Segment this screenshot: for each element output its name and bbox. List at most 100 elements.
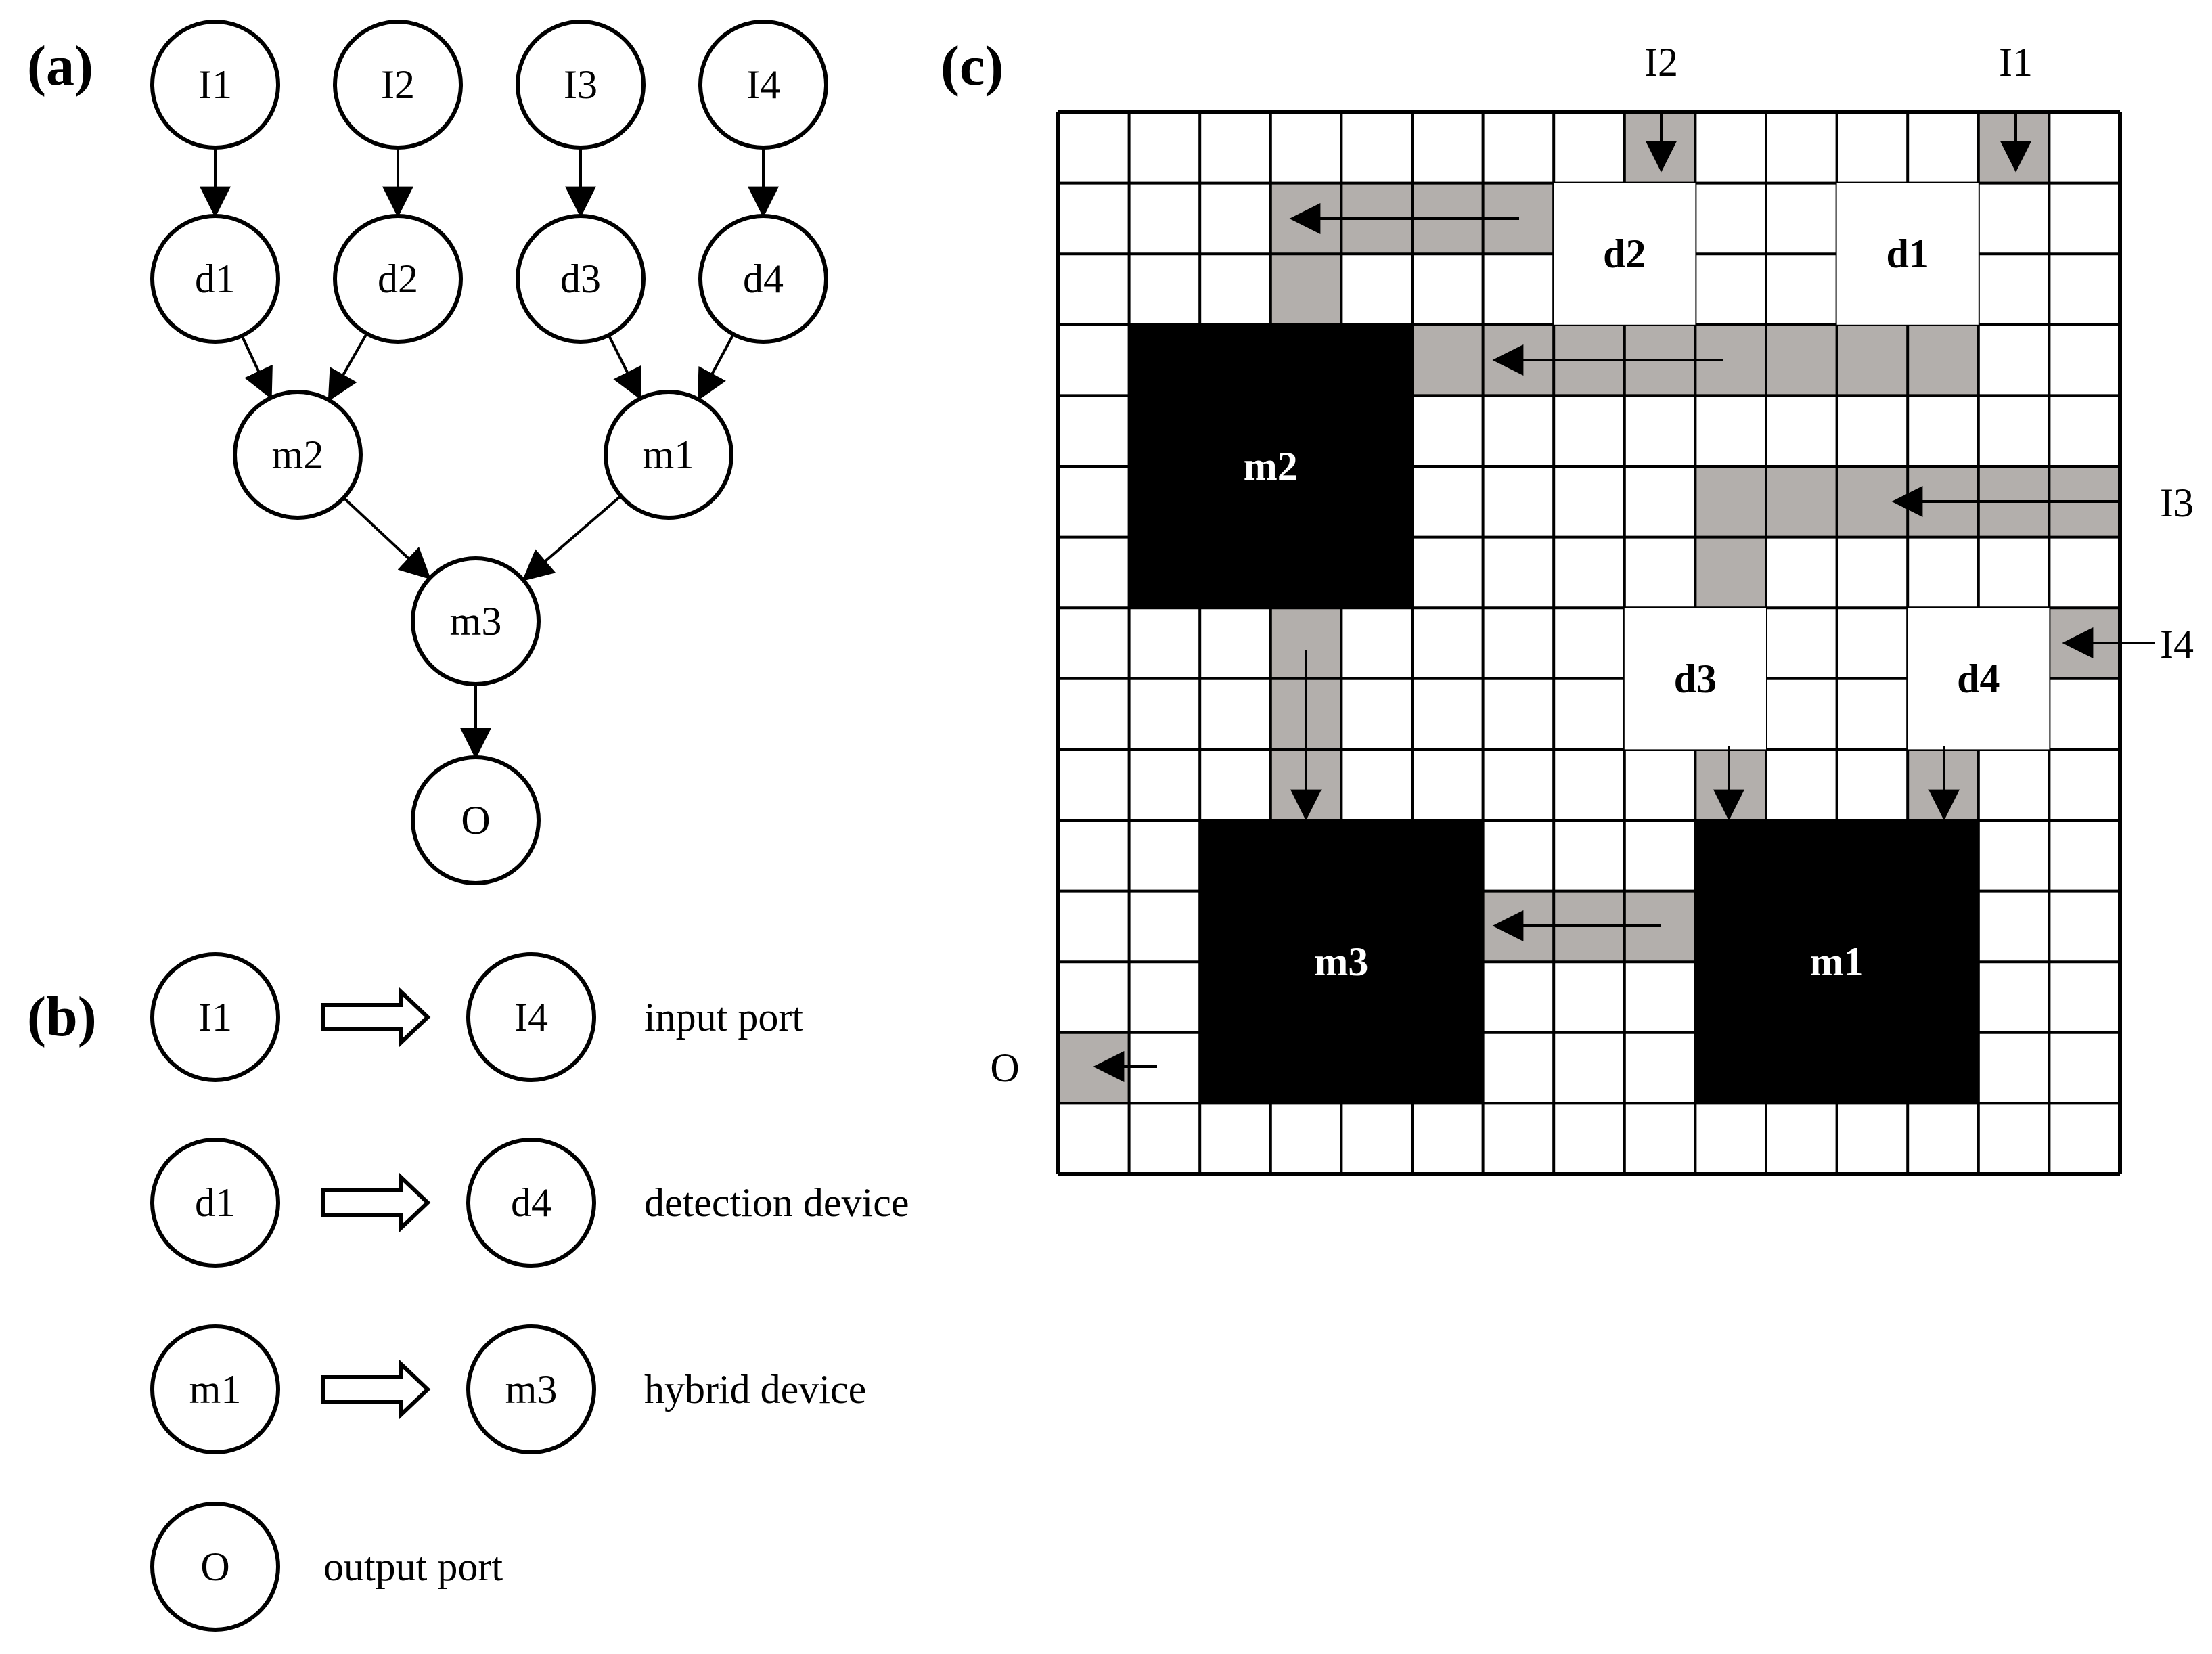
legend-range-arrow xyxy=(321,987,431,1048)
graph-node-circle xyxy=(411,755,541,885)
legend-node-circle xyxy=(150,1138,280,1268)
graph-node-label: m2 xyxy=(272,432,324,477)
mixer-block xyxy=(1200,820,1483,1104)
graph-node-d1: d1 xyxy=(150,214,280,344)
route-cell-I3-d3 xyxy=(1695,537,1766,608)
chip-port-label-O: O xyxy=(990,1046,1019,1090)
device-label: d3 xyxy=(1674,656,1717,701)
detector-block xyxy=(1624,608,1766,750)
legend-node-label: d1 xyxy=(195,1180,235,1225)
legend-range-arrow xyxy=(321,1172,431,1233)
chip-flow-arrows xyxy=(1093,114,2155,1082)
graph-node-circle xyxy=(333,20,463,150)
graph-node-I1: I1 xyxy=(150,20,280,150)
graph-node-circle xyxy=(150,214,280,344)
device-m3: m3 xyxy=(1200,820,1483,1104)
legend-row: I1 I4 input port xyxy=(150,952,803,1082)
legend-row: d1 d4 detection device xyxy=(150,1138,909,1268)
chip-port-label-I1: I1 xyxy=(1999,40,2033,85)
panel-label-c: (c) xyxy=(941,35,1003,97)
legend-node-circle xyxy=(150,1324,280,1454)
graph-node-circle xyxy=(698,20,828,150)
device-d1: d1 xyxy=(1836,183,1979,325)
device-label: m2 xyxy=(1244,444,1298,489)
graph-node-circle xyxy=(516,20,646,150)
graph-node-label: O xyxy=(461,798,490,843)
device-label: m3 xyxy=(1314,939,1368,984)
graph-edge-d1-m2 xyxy=(240,335,273,400)
device-m2: m2 xyxy=(1129,324,1412,608)
legend-description: input port xyxy=(644,995,803,1040)
mixer-block xyxy=(1129,324,1412,608)
graph-node-label: d1 xyxy=(195,256,235,301)
graph-node-label: m1 xyxy=(643,432,695,477)
graph-node-label: d4 xyxy=(743,256,784,301)
device-label: d4 xyxy=(1957,656,2000,701)
route-cell-I1-d1 xyxy=(1978,112,2050,183)
legend-description: detection device xyxy=(644,1180,909,1225)
legend-node-label: I1 xyxy=(198,995,232,1040)
graph-node-I4: I4 xyxy=(698,20,828,150)
graph-node-d2: d2 xyxy=(333,214,463,344)
chip-port-label-I3: I3 xyxy=(2160,480,2194,525)
graph-node-circle xyxy=(411,556,541,686)
route-cell-d1-m2 xyxy=(1908,324,1979,396)
graph-node-d4: d4 xyxy=(698,214,828,344)
chip-devices: d2 d1 m2 d3 d4 m3 m1 xyxy=(1129,183,2050,1104)
mixer-block xyxy=(1695,820,1979,1104)
chip-port-label-I4: I4 xyxy=(2160,622,2194,667)
graph-edge-d4-m1 xyxy=(697,333,735,401)
graph-edge-d3-m1 xyxy=(607,334,641,401)
device-label: d2 xyxy=(1603,231,1646,276)
chip-routes xyxy=(1058,112,2120,1104)
route-cell-m3-O xyxy=(1058,1032,1129,1104)
graph-edge-m2-m3 xyxy=(342,497,431,580)
graph-node-label: I3 xyxy=(564,62,597,107)
legend-node-circle xyxy=(466,1324,596,1454)
legend-node-label: I4 xyxy=(514,995,548,1040)
legend-range-arrow xyxy=(321,1359,431,1420)
graph-node-circle xyxy=(604,390,733,520)
device-m1: m1 xyxy=(1695,820,1979,1104)
graph-edge-m1-m3 xyxy=(522,495,622,581)
graph-node-circle xyxy=(698,214,828,344)
route-cell-d1-m2 xyxy=(1412,324,1483,396)
detector-block xyxy=(1836,183,1979,325)
graph-node-label: I1 xyxy=(198,62,232,107)
graph-node-circle xyxy=(333,214,463,344)
graph-edges xyxy=(200,148,779,759)
legend-row: m1 m3 hybrid device xyxy=(150,1324,866,1454)
graph-node-d3: d3 xyxy=(516,214,646,344)
legend-node-label: m1 xyxy=(189,1367,242,1412)
legend-description: hybrid device xyxy=(644,1367,866,1412)
legend: I1 I4 input port d1 d4 detection device m1 m3 hy… xyxy=(150,952,909,1632)
graph-node-O: O xyxy=(411,755,541,885)
chip-port-label-I2: I2 xyxy=(1644,40,1678,85)
legend-node-circle xyxy=(466,952,596,1082)
graph-node-label: m3 xyxy=(450,599,502,644)
panel-label-a: (a) xyxy=(27,35,93,97)
device-d4: d4 xyxy=(1908,608,2050,750)
route-cell-d3-m1 xyxy=(1695,749,1766,820)
graph-node-m3: m3 xyxy=(411,556,541,686)
legend-node-circle xyxy=(150,1502,280,1632)
graph-node-label: d3 xyxy=(560,256,601,301)
legend-node-label: d4 xyxy=(511,1180,551,1225)
route-cell-d1-m2 xyxy=(1836,324,1908,396)
detector-block xyxy=(1554,183,1696,325)
graph-node-m2: m2 xyxy=(233,390,363,520)
graph-edge-d2-m2 xyxy=(328,332,368,402)
device-label: d1 xyxy=(1887,231,1929,276)
route-cell-I3-d3 xyxy=(1766,466,1837,537)
legend-description: output port xyxy=(323,1544,503,1589)
legend-node-label: m3 xyxy=(505,1367,558,1412)
device-label: m1 xyxy=(1810,939,1864,984)
legend-node-circle xyxy=(150,952,280,1082)
